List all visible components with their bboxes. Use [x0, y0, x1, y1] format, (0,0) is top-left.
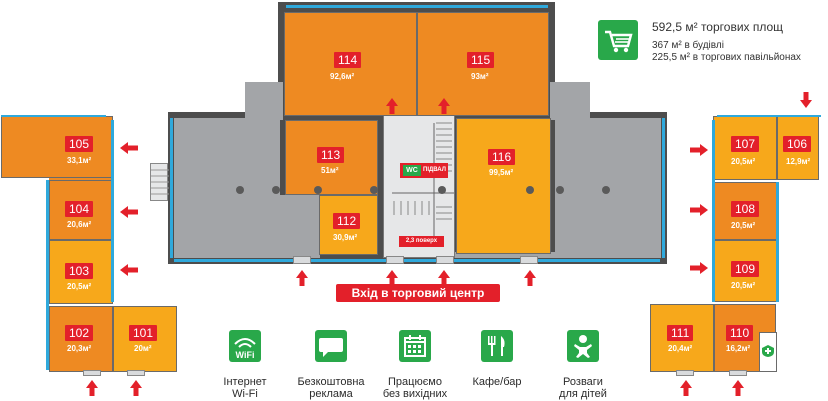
shop-110-area: 16,2м² — [726, 344, 751, 353]
pavilion-arrow — [120, 264, 138, 276]
shop-116-number: 116 — [488, 149, 516, 165]
amenity-kids-line1: Розваги — [563, 376, 603, 388]
shop-108-number: 108 — [731, 201, 760, 217]
pavilion-arrow — [690, 204, 708, 216]
shop-104-number: 104 — [65, 201, 94, 217]
shop-107-number: 107 — [731, 136, 760, 152]
amenity-wifi-line2: Wi-Fi — [232, 388, 258, 400]
wifi-icon: WiFi — [229, 330, 261, 362]
amenities-legend: WiFi Інтернет Wi-Fi Безкоштовна реклама … — [196, 328, 626, 401]
amenity-kids: Розваги для дітей — [536, 328, 626, 401]
wc-icon: WC — [403, 165, 421, 176]
amenity-wifi: WiFi Інтернет Wi-Fi — [196, 328, 286, 401]
corridor — [280, 195, 320, 258]
shop-112-area: 30,9м² — [333, 233, 358, 242]
area-summary: 592,5 м² торгових площ 367 м² в будівлі … — [598, 18, 828, 68]
entrance-label: Вхід в торговий центр — [336, 284, 500, 302]
svg-text:WiFi: WiFi — [236, 350, 255, 360]
pavilion-arrow — [86, 380, 98, 396]
shop-109-number: 109 — [731, 261, 760, 277]
fork-knife-icon — [481, 330, 513, 362]
shop-103-number: 103 — [65, 263, 94, 279]
amenity-hours: Працюємо без вихідних — [368, 328, 458, 401]
floor-label: 2,3 поверх — [399, 236, 444, 247]
amenity-cafe-line1: Кафе/бар — [472, 376, 522, 388]
side-stairs — [150, 163, 169, 201]
shop-116[interactable] — [456, 118, 551, 254]
shop-101-number: 101 — [129, 325, 158, 341]
shop-106-area: 12,9м² — [786, 157, 811, 166]
shop-113-number: 113 — [317, 147, 345, 163]
main-building: WC ПІДВАЛ 2,3 поверх 114 92,6м² 115 93м²… — [150, 2, 667, 264]
shop-105-number: 105 — [65, 136, 94, 152]
pavilion-arrow — [680, 380, 692, 396]
left-pavilions: 105 33,1м² 104 20,6м² 103 20,5м² 102 20,… — [0, 0, 180, 380]
pavilion-arrow — [130, 380, 142, 396]
shop-114-number: 114 — [334, 52, 362, 68]
building-area: 367 м² в будівлі — [652, 40, 724, 51]
shop-103-area: 20,5м² — [67, 282, 92, 291]
shop-114[interactable] — [284, 12, 417, 116]
shop-114-area: 92,6м² — [330, 72, 355, 81]
wc-badge: WC ПІДВАЛ — [400, 163, 448, 178]
wc-label: ПІДВАЛ — [423, 167, 446, 173]
shop-111-area: 20,4м² — [668, 344, 693, 353]
shop-111[interactable] — [650, 304, 714, 372]
pavilion-arrow — [690, 144, 708, 156]
chat-bubble-icon — [315, 330, 347, 362]
right-pavilions: 107 20,5м² 106 12,9м² 108 20,5м² 109 20,… — [640, 0, 828, 380]
shop-110-number: 110 — [726, 325, 754, 341]
shop-112-number: 112 — [333, 213, 361, 229]
pavilion-arrow — [800, 92, 812, 108]
entrance-arrow — [296, 270, 308, 286]
baby-icon — [567, 330, 599, 362]
shop-108-area: 20,5м² — [731, 221, 756, 230]
shop-115-area: 93м² — [471, 72, 489, 81]
stair-arrow — [386, 98, 398, 114]
amenity-hours-line2: без вихідних — [382, 388, 448, 400]
shop-104-area: 20,6м² — [67, 220, 92, 229]
pavilion-arrow — [120, 206, 138, 218]
amenity-hours-line1: Працюємо — [388, 376, 442, 388]
pavilion-arrow — [732, 380, 744, 396]
amenity-cafe: Кафе/бар — [452, 328, 542, 401]
shopping-cart-icon — [598, 20, 638, 60]
shop-102-area: 20,3м² — [67, 344, 92, 353]
amenity-kids-line2: для дітей — [559, 388, 607, 400]
stair-arrow — [438, 98, 450, 114]
amenity-wifi-line1: Інтернет — [223, 376, 267, 388]
amenity-ads-line1: Безкоштовна — [297, 376, 365, 388]
pavilion-arrow — [690, 262, 708, 274]
amenity-ads-line2: реклама — [309, 388, 353, 400]
shop-107-area: 20,5м² — [731, 157, 756, 166]
calendar-icon — [399, 330, 431, 362]
shop-101-area: 20м² — [134, 344, 152, 353]
first-aid-icon — [762, 344, 774, 357]
pavilion-arrow — [120, 142, 138, 154]
entrance-arrow — [524, 270, 536, 286]
shop-102-number: 102 — [65, 325, 94, 341]
shop-115-number: 115 — [467, 52, 495, 68]
shop-109[interactable] — [713, 240, 777, 302]
hall-left — [174, 118, 280, 258]
shop-106-number: 106 — [783, 136, 812, 152]
total-area: 592,5 м² торгових площ — [652, 20, 784, 34]
shop-116-area: 99,5м² — [489, 168, 514, 177]
shop-109-area: 20,5м² — [731, 281, 756, 290]
pavilion-area: 225,5 м² в торгових павільйонах — [652, 52, 801, 63]
shop-113-area: 51м² — [321, 166, 339, 175]
amenity-ads: Безкоштовна реклама — [282, 328, 372, 401]
shop-105-area: 33,1м² — [67, 156, 92, 165]
shop-111-number: 111 — [667, 325, 694, 341]
